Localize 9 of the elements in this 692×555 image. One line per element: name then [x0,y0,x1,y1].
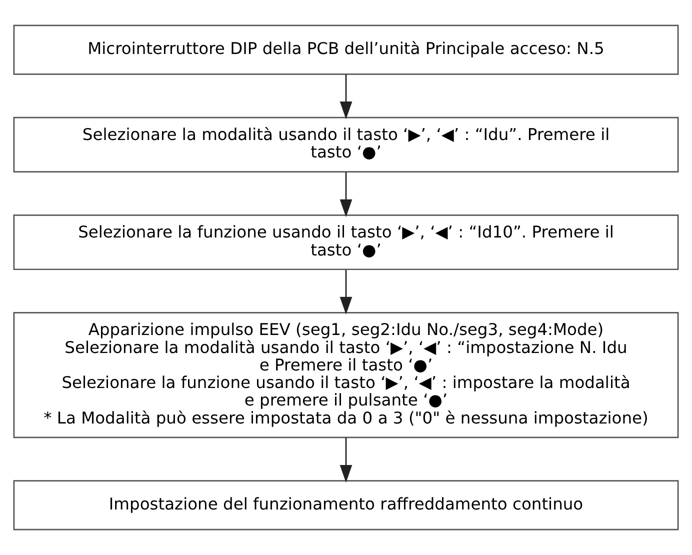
arrow [340,270,352,315]
node-box: Selezionare la modalità usando il tasto ‘▶’, ‘◀’ : “Idu”. Premere il tasto ‘●’ [13,116,679,172]
node-box: Impostazione del funzionamento raffreddamento continuo [13,480,679,530]
arrow [340,438,352,483]
node-box: Microinterruttore DIP della PCB dell’unità Principale acceso: N.5 [13,24,679,75]
arrow [340,74,352,120]
node-box: Apparizione impulso EEV (seg1, seg2:Idu No./seg3, seg4:Mode) Selezionare la modalità usando il tasto ‘▶’, ‘◀’ : “impostazione N. Idu e Premere il tasto ‘●’ Selezionare la funzione usando il tasto ‘▶’, ‘◀’ : impostare la modalità e premere il pulsante ‘●’ * La Modalità può essere impostata da 0 a 3 ("0" è nessuna impostazione) [13,312,679,438]
node-box: Selezionare la funzione usando il tasto ‘▶’, ‘◀’ : “Id10”. Premere il tasto ‘●’ [13,214,679,270]
arrow [340,172,352,218]
